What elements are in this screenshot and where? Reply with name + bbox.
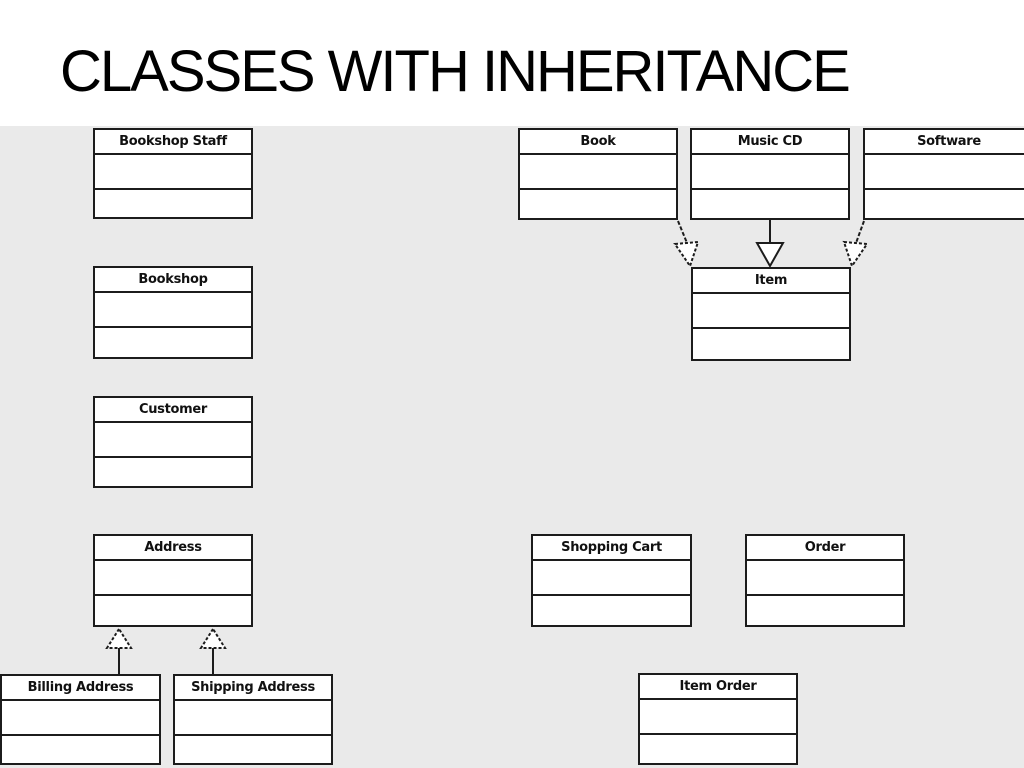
class-name: Item bbox=[693, 269, 849, 294]
class-operations-compartment bbox=[693, 329, 849, 359]
generalization-arrow-software-to-item bbox=[842, 220, 869, 269]
class-operations-compartment bbox=[95, 458, 251, 486]
class-attributes-compartment bbox=[520, 155, 676, 190]
class-box-shopping-cart: Shopping Cart bbox=[531, 534, 692, 627]
class-box-music-cd: Music CD bbox=[690, 128, 850, 220]
class-box-bookshop: Bookshop bbox=[93, 266, 253, 359]
class-operations-compartment bbox=[640, 735, 796, 763]
class-name: Order bbox=[747, 536, 903, 561]
class-operations-compartment bbox=[533, 596, 690, 625]
page-title: CLASSES WITH INHERITANCE bbox=[60, 39, 851, 104]
class-attributes-compartment bbox=[95, 561, 251, 596]
class-attributes-compartment bbox=[640, 700, 796, 735]
class-attributes-compartment bbox=[533, 561, 690, 596]
class-box-address: Address bbox=[93, 534, 253, 627]
class-operations-compartment bbox=[2, 736, 159, 763]
class-box-bookshop-staff: Bookshop Staff bbox=[93, 128, 253, 219]
class-attributes-compartment bbox=[95, 423, 251, 458]
class-attributes-compartment bbox=[747, 561, 903, 596]
class-operations-compartment bbox=[865, 190, 1024, 218]
class-box-software: Software bbox=[863, 128, 1024, 220]
class-name: Music CD bbox=[692, 130, 848, 155]
class-attributes-compartment bbox=[95, 155, 251, 190]
generalization-arrow-book-to-item bbox=[673, 220, 700, 269]
class-operations-compartment bbox=[520, 190, 676, 218]
class-attributes-compartment bbox=[865, 155, 1024, 190]
class-operations-compartment bbox=[95, 596, 251, 625]
class-box-order: Order bbox=[745, 534, 905, 627]
class-name: Billing Address bbox=[2, 676, 159, 701]
class-operations-compartment bbox=[747, 596, 903, 625]
class-operations-compartment bbox=[692, 190, 848, 218]
class-box-book: Book bbox=[518, 128, 678, 220]
class-attributes-compartment bbox=[2, 701, 159, 736]
class-name: Book bbox=[520, 130, 676, 155]
class-box-shipping-address: Shipping Address bbox=[173, 674, 333, 765]
generalization-arrow-billingaddress-to-address bbox=[105, 627, 133, 675]
class-box-billing-address: Billing Address bbox=[0, 674, 161, 765]
class-box-customer: Customer bbox=[93, 396, 253, 488]
uml-class-diagram: Bookshop Staff Bookshop Customer Address… bbox=[0, 126, 1024, 768]
class-attributes-compartment bbox=[692, 155, 848, 190]
class-operations-compartment bbox=[95, 328, 251, 357]
class-attributes-compartment bbox=[175, 701, 331, 736]
class-box-item-order: Item Order bbox=[638, 673, 798, 765]
class-operations-compartment bbox=[95, 190, 251, 217]
class-name: Item Order bbox=[640, 675, 796, 700]
class-name: Shopping Cart bbox=[533, 536, 690, 561]
class-name: Customer bbox=[95, 398, 251, 423]
class-attributes-compartment bbox=[693, 294, 849, 329]
class-name: Address bbox=[95, 536, 251, 561]
generalization-arrow-shippingaddress-to-address bbox=[199, 627, 227, 675]
class-name: Bookshop bbox=[95, 268, 251, 293]
class-operations-compartment bbox=[175, 736, 331, 763]
class-box-item: Item bbox=[691, 267, 851, 361]
generalization-arrow-musiccd-to-item bbox=[755, 220, 785, 269]
class-name: Bookshop Staff bbox=[95, 130, 251, 155]
class-name: Shipping Address bbox=[175, 676, 331, 701]
class-name: Software bbox=[865, 130, 1024, 155]
class-attributes-compartment bbox=[95, 293, 251, 328]
